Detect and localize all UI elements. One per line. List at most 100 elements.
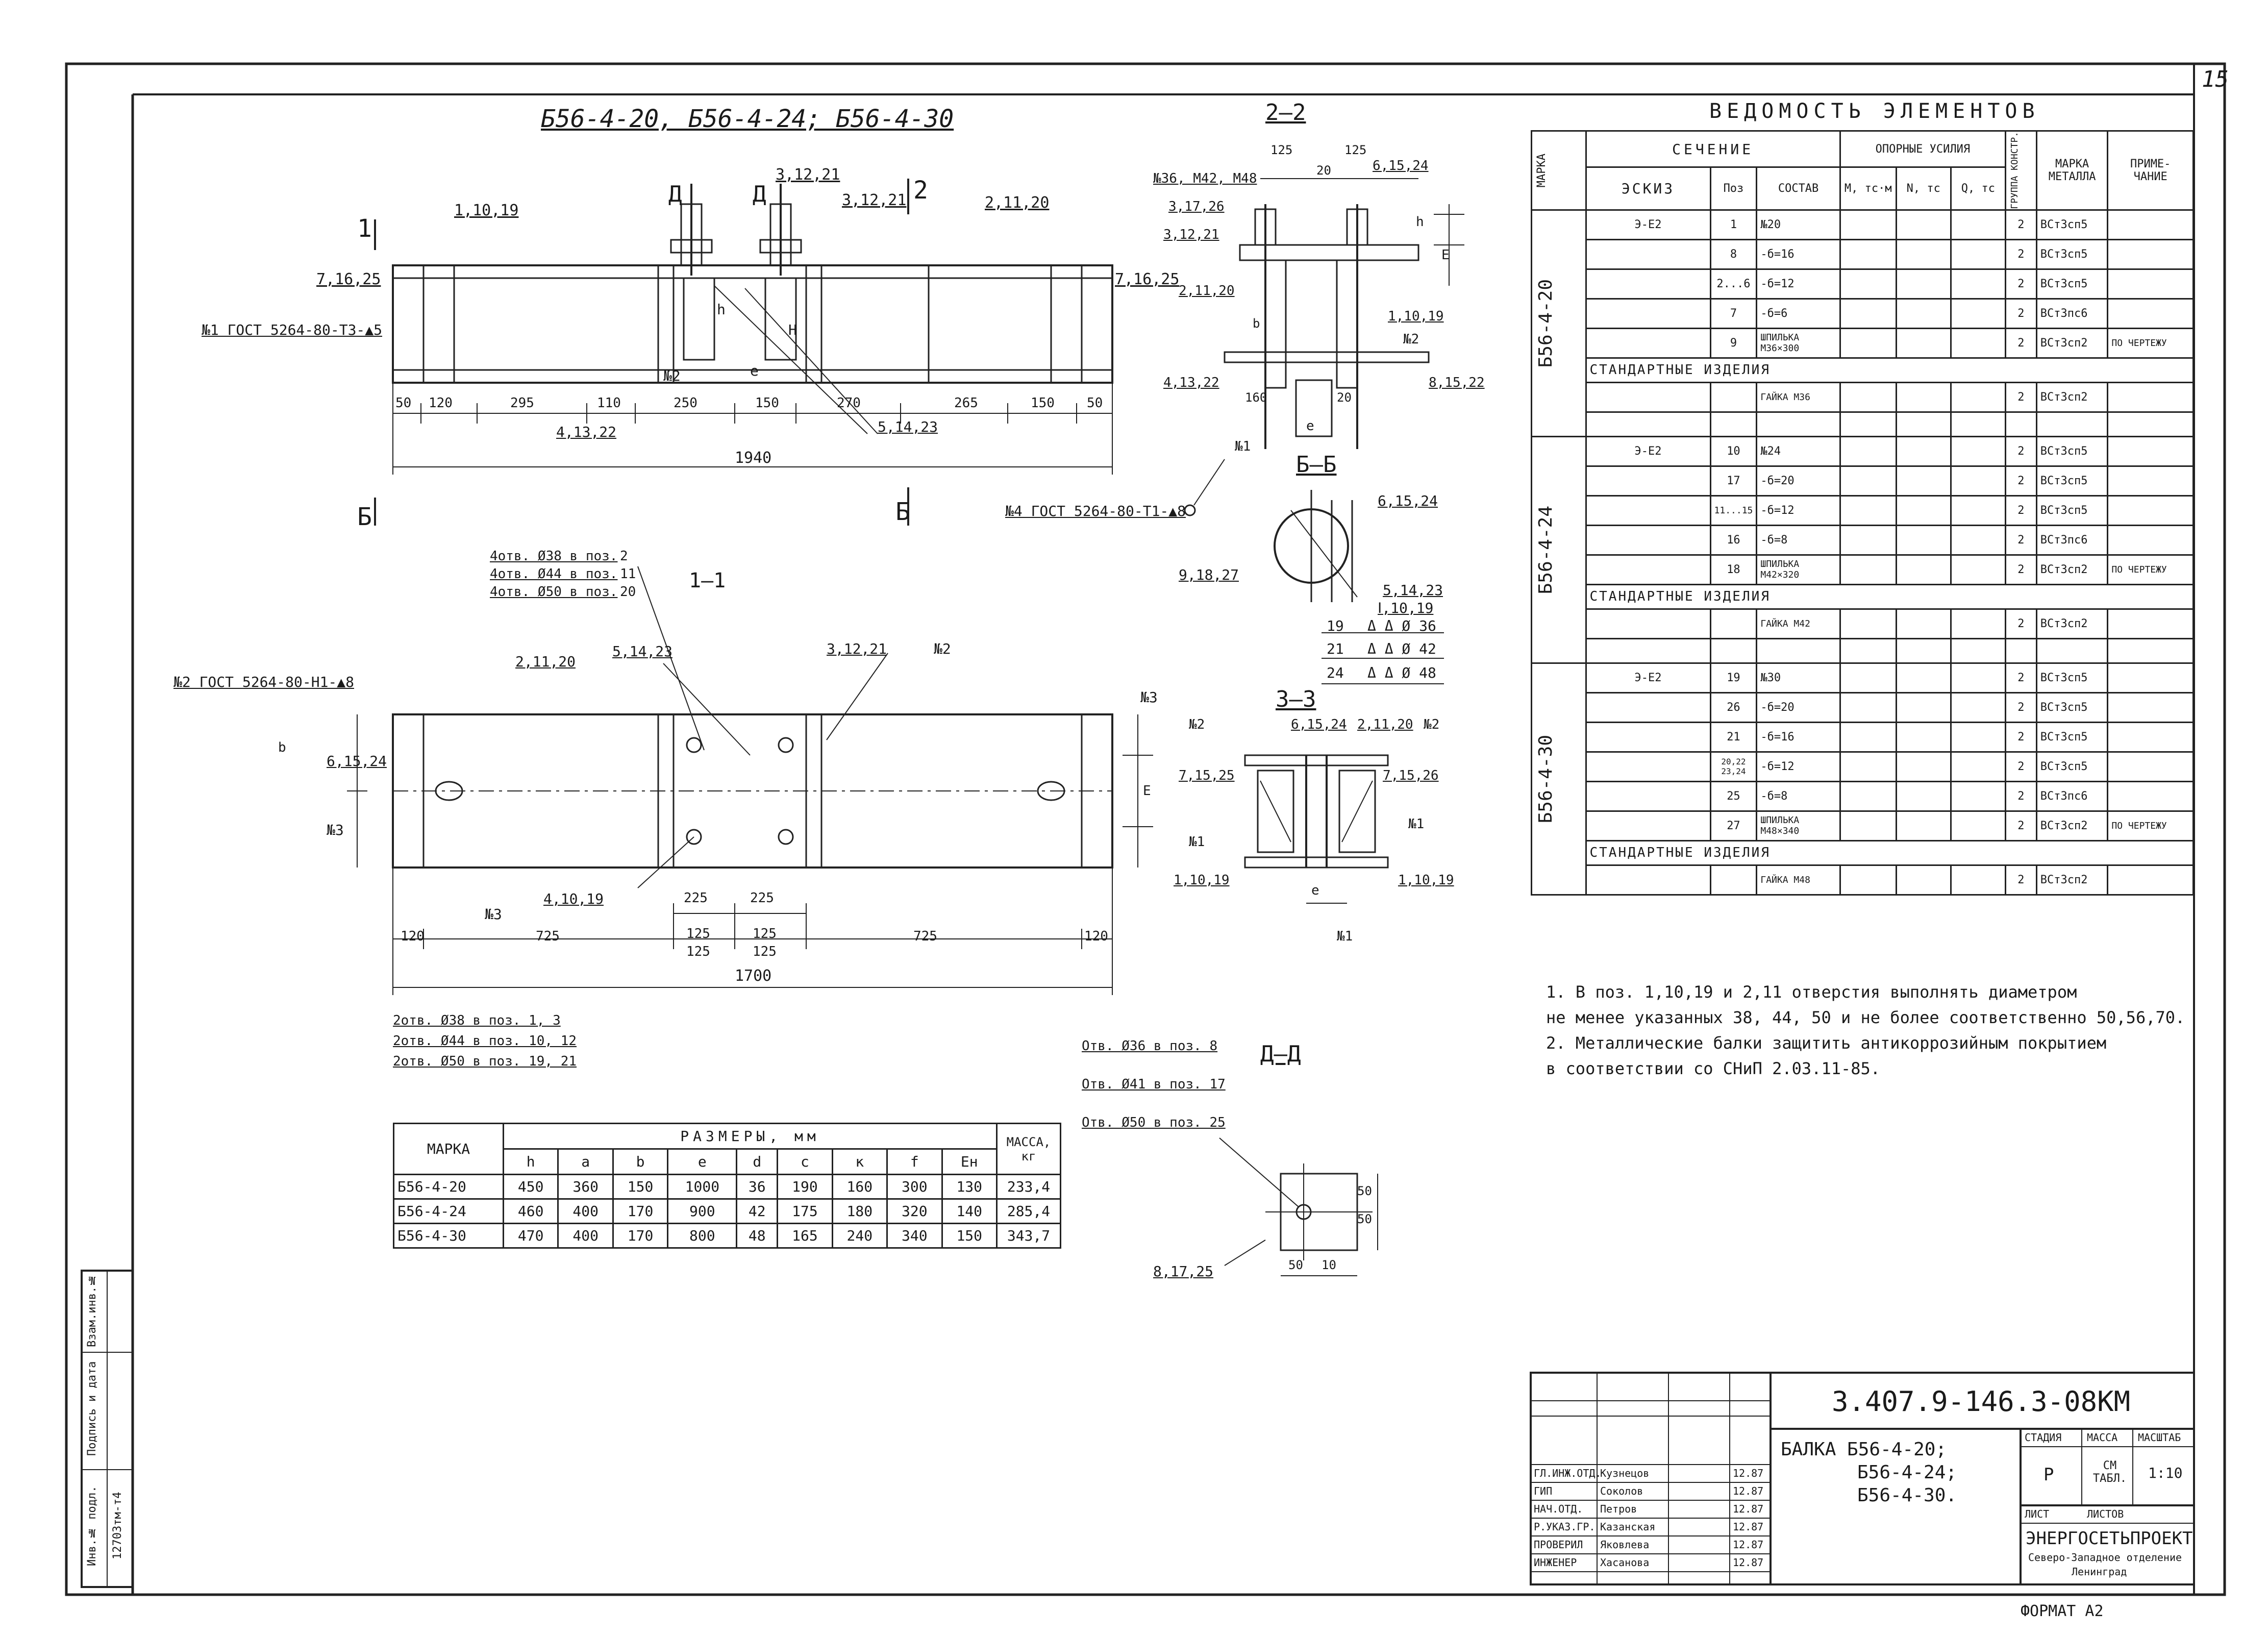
section-mark-1: 1 xyxy=(357,214,372,243)
s22-label: 1,10,19 xyxy=(1388,309,1444,324)
note-line: в соответствии со СНиП 2.03.11-85. xyxy=(1546,1059,1881,1078)
s33-label: 7,15,25 xyxy=(1179,768,1235,783)
doc-code: 3.407.9-146.3-08КМ xyxy=(1832,1385,2131,1418)
el-std-label: СТАНДАРТНЫЕ ИЗДЕЛИЯ xyxy=(1585,839,2194,866)
el-comp: -б=16 xyxy=(1756,721,1841,753)
stamp-org: Ленинград xyxy=(2072,1566,2127,1578)
stamp-sheet-header: ЛИСТ xyxy=(2025,1508,2050,1520)
sizes-cell: 450 xyxy=(502,1174,559,1200)
stamp-title-line: Б56-4-24; xyxy=(1857,1462,1957,1483)
side-strip-cell: Взам.инв.№ xyxy=(86,1273,98,1347)
elev-overall-length: 1940 xyxy=(735,449,772,467)
elev-mid: №2 xyxy=(663,367,681,384)
elev-label: 3,12,21 xyxy=(842,191,907,209)
el-pos: 16 xyxy=(1709,524,1758,556)
elev-dim: 295 xyxy=(510,395,534,411)
section-mark-b-right: Б xyxy=(895,498,910,526)
weld-note-1: №1 ГОСТ 5264-80-Т3-▲5 xyxy=(202,321,383,338)
elev-dim: 250 xyxy=(674,395,697,411)
note-line: 1. В поз. 1,10,19 и 2,11 отверстия выпол… xyxy=(1546,982,2077,1002)
table-row: 8 -б=16 2 ВСт3сп5 xyxy=(1532,238,2194,270)
table-row: 25 -б=8 2 ВСт3пс6 xyxy=(1532,780,2194,812)
section-3-3-view xyxy=(1244,754,1389,904)
s22-label: №1 xyxy=(1235,439,1251,454)
sbb-label: 5,14,23 xyxy=(1383,582,1443,599)
s22-dim: 125 xyxy=(1344,143,1367,157)
el-std-grp: 2 xyxy=(2004,864,2037,896)
table-row: ГАЙКА М48 2 ВСт3сп2 xyxy=(1532,864,2194,896)
el-metal: ВСт3сп2 xyxy=(2035,810,2109,841)
sizes-cell: 170 xyxy=(612,1223,669,1249)
el-metal: ВСт3сп5 xyxy=(2035,268,2109,300)
sizes-col: e xyxy=(667,1148,738,1175)
el-std-metal: ВСт3сп2 xyxy=(2035,381,2109,413)
stamp-name: Соколов xyxy=(1600,1485,1643,1497)
sbb-hole-desc: Δ Δ Ø 42 xyxy=(1367,640,1436,657)
plan-dim: 225 xyxy=(750,890,774,906)
elements-table-title: ВЕДОМОСТЬ ЭЛЕМЕНТОВ xyxy=(1709,100,2040,123)
table-row: 2...6 -б=12 2 ВСт3сп5 xyxy=(1532,268,2194,300)
el-std-grp: 2 xyxy=(2004,381,2037,413)
stamp-sheets-header: ЛИСТОВ xyxy=(2087,1508,2124,1520)
sdd-dim: 50 xyxy=(1357,1184,1372,1198)
el-metal: ВСт3сп5 xyxy=(2035,494,2109,526)
el-h-m: М, тс·м xyxy=(1839,166,1897,211)
el-comp: -б=12 xyxy=(1756,751,1841,782)
table-row: Б56-4-30 Э-Е2 19 №30 2 ВСт3сп5 xyxy=(1531,662,2194,896)
plan-dim-bottom: 120 xyxy=(401,929,425,944)
sizes-title: РАЗМЕРЫ, мм xyxy=(503,1123,998,1150)
el-pos: 2...6 xyxy=(1709,268,1758,300)
el-grp: 2 xyxy=(2004,691,2037,723)
el-h-q: Q, тс xyxy=(1950,166,2006,211)
s22-dim: е xyxy=(1306,418,1314,434)
elev-dim: 150 xyxy=(1031,395,1055,411)
el-std-comp: ГАЙКА М36 xyxy=(1756,381,1841,413)
s33-dim: е xyxy=(1311,883,1319,898)
elev-dim: 150 xyxy=(755,395,779,411)
el-grp: 2 xyxy=(2004,524,2037,556)
plan-label: №2 xyxy=(934,640,951,657)
el-metal: ВСт3сп2 xyxy=(2035,554,2109,585)
el-pos: 18 xyxy=(1709,554,1758,585)
s33-label: 1,10,19 xyxy=(1174,873,1230,888)
s33-label: №1 xyxy=(1408,816,1425,832)
plan-label: №3 xyxy=(485,906,502,923)
plan-hole-note-val: 11 xyxy=(620,566,636,582)
view-title-bb: Б—Б xyxy=(1296,452,1337,478)
section-mark-d-left: Д xyxy=(668,181,682,207)
plan-dim-bottom: 120 xyxy=(1084,929,1108,944)
elev-label: 2,11,20 xyxy=(985,194,1050,212)
sbb-label: Ⅰ,10,19 xyxy=(1378,600,1434,616)
plan-hole-note-val: 20 xyxy=(620,584,636,600)
sizes-cell: 48 xyxy=(736,1223,779,1249)
el-group-mark: Б56-4-30 xyxy=(1535,734,1556,823)
el-h-group: ГРУППА КОНСТР. xyxy=(2009,132,2020,209)
sizes-mass: 233,4 xyxy=(996,1174,1061,1200)
el-note: ПО ЧЕРТЕЖУ xyxy=(2107,554,2194,585)
s22-label: №2 xyxy=(1403,332,1419,347)
s22-dim: 125 xyxy=(1270,143,1293,157)
sheet-number: 15 xyxy=(2202,66,2229,92)
el-metal: ВСт3сп5 xyxy=(2035,465,2109,497)
el-comp: №30 xyxy=(1756,662,1841,693)
plan-dim-bottom: 725 xyxy=(536,929,560,944)
stamp-scale: 1:10 xyxy=(2148,1465,2183,1481)
el-comp: -б=20 xyxy=(1756,465,1841,497)
el-std-comp: ГАЙКА М42 xyxy=(1756,608,1841,639)
table-row: 21 -б=16 2 ВСт3сп5 xyxy=(1532,721,2194,753)
el-grp: 2 xyxy=(2004,465,2037,497)
elev-mid: h xyxy=(717,301,726,318)
sbb-label: 9,18,27 xyxy=(1179,566,1239,583)
sdd-label: 8,17,25 xyxy=(1153,1263,1214,1280)
elev-mid: е xyxy=(750,362,759,379)
s22-label: 2,11,20 xyxy=(1179,283,1235,299)
el-metal: ВСт3сп5 xyxy=(2035,721,2109,753)
sbb-hole-pos: 19 xyxy=(1327,617,1344,634)
elevation-view xyxy=(374,179,1113,526)
elev-dim: 265 xyxy=(954,395,978,411)
stamp-org: Северо-Западное отделение xyxy=(2028,1551,2182,1564)
note-line: не менее указанных 38, 44, 50 и не более… xyxy=(1546,1008,2185,1027)
section-mark-b-left: Б xyxy=(357,503,372,531)
el-grp: 2 xyxy=(2004,810,2037,841)
